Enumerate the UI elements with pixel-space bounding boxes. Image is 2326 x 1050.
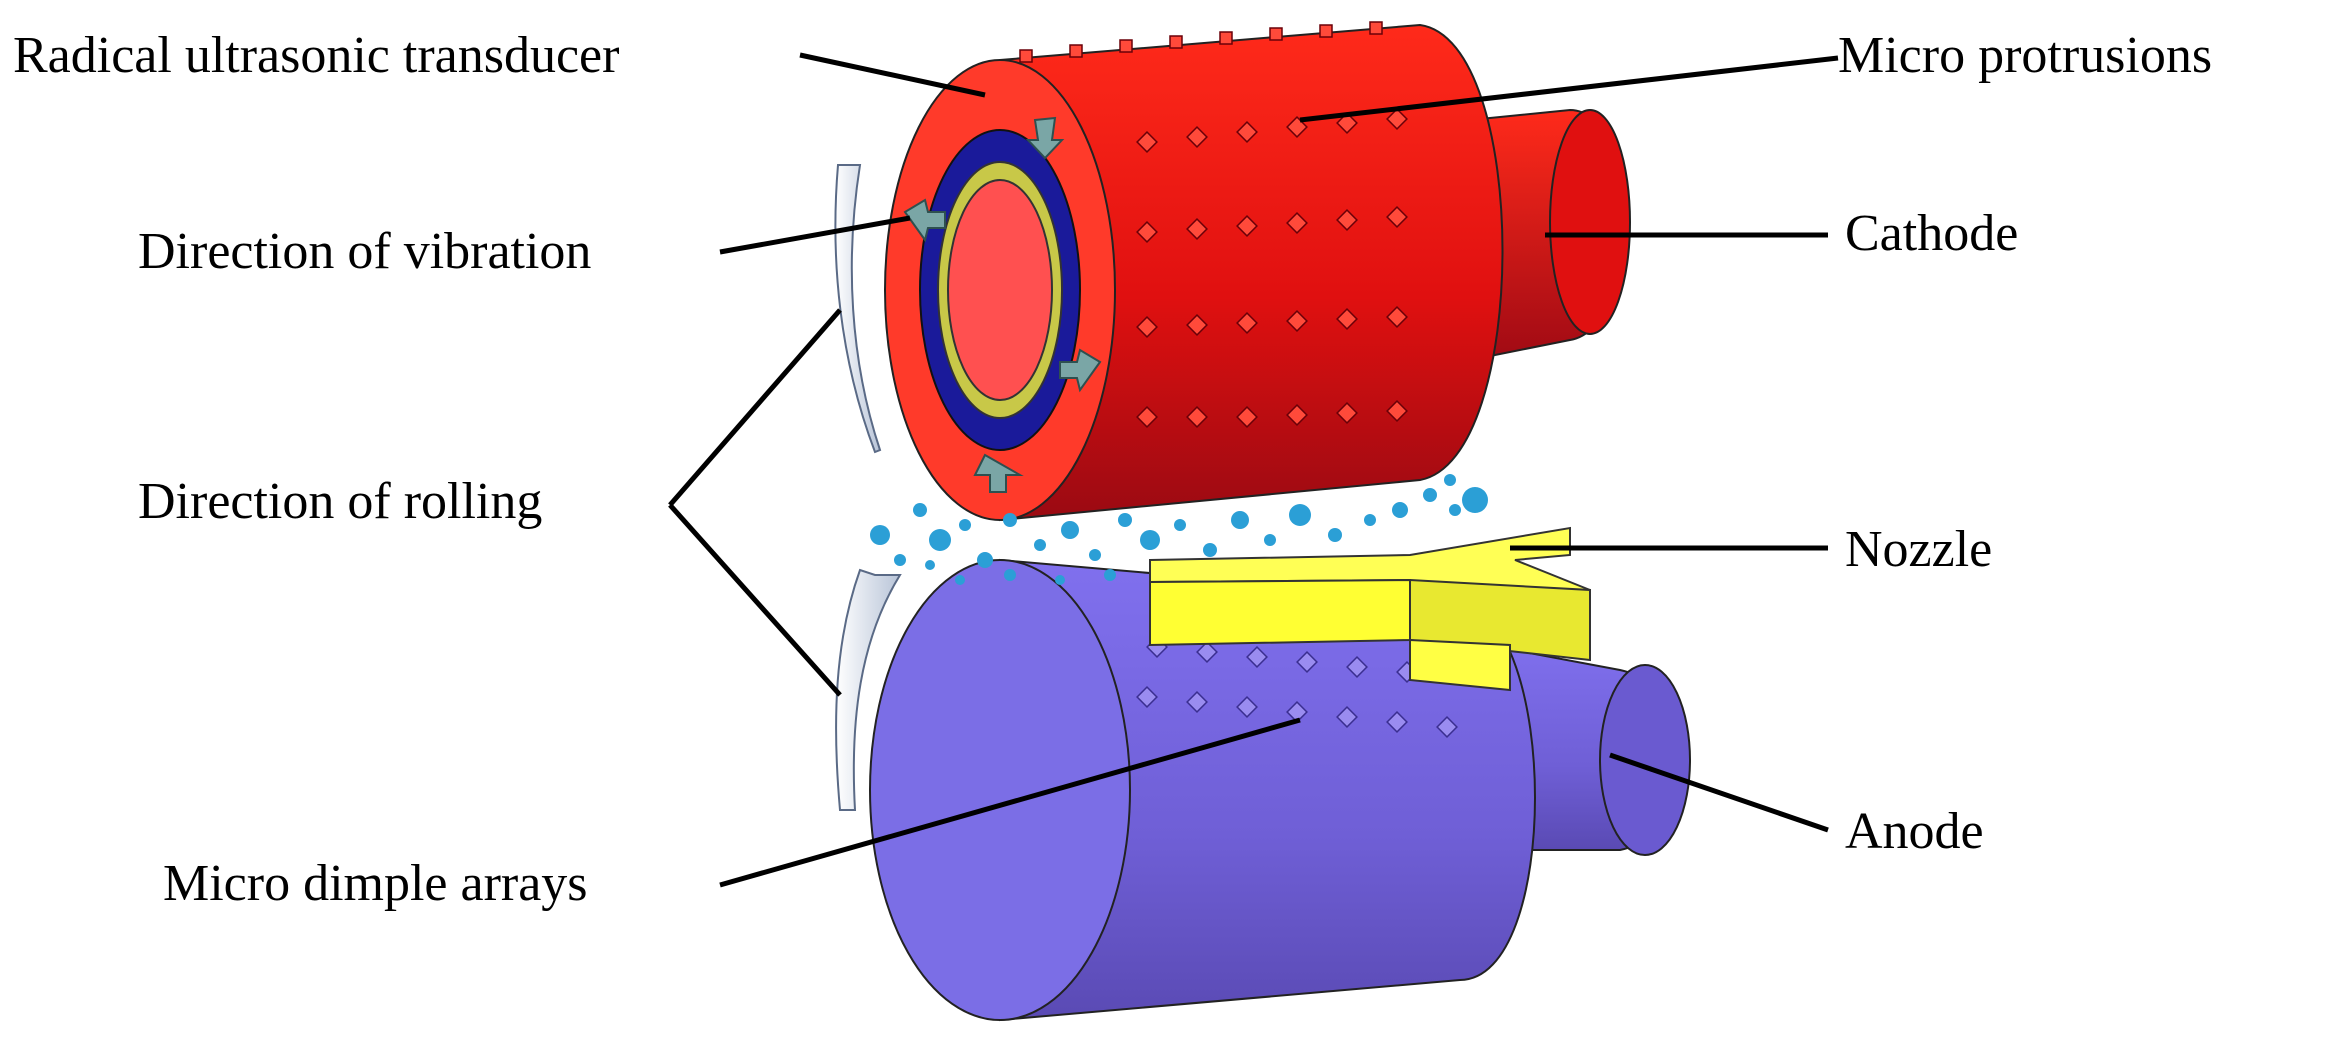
label-micro-protrusions: Micro protrusions [1838, 27, 2212, 84]
label-anode: Anode [1845, 803, 1984, 860]
leader-line [799, 52, 986, 98]
nozzle-right [1409, 578, 1591, 662]
anode-shaft-end [1599, 664, 1691, 856]
label-direction-of-rolling: Direction of rolling [138, 473, 542, 530]
label-radical-ultrasonic-transducer: Radical ultrasonic transducer [13, 27, 619, 84]
electrolyte-droplets [870, 474, 1488, 585]
leader-line [719, 717, 1301, 888]
cathode-inner-disc [947, 179, 1053, 401]
leader-line [668, 308, 842, 507]
vibration-arrow-icon [1059, 348, 1102, 393]
vibration-arrows [903, 116, 1102, 493]
leader-lines [668, 52, 1839, 888]
nozzle-front [1149, 578, 1411, 647]
rolling-arrow-lower-icon [835, 568, 902, 811]
leader-line [1299, 55, 1839, 123]
nozzle [1149, 526, 1591, 692]
leader-line [719, 215, 911, 255]
micro-protrusion-array [1019, 21, 1408, 428]
nozzle-lower-block [1409, 638, 1511, 692]
anode-front-face [869, 559, 1131, 1021]
micro-dimple-array [1136, 636, 1458, 738]
vibration-arrow-icon [1025, 116, 1065, 160]
label-cathode: Cathode [1845, 205, 2018, 262]
label-micro-dimple-arrays: Micro dimple arrays [163, 855, 588, 912]
leader-line [1609, 752, 1829, 833]
rolling-arrow-upper-icon [834, 164, 882, 454]
cathode-shaft-end [1549, 109, 1631, 335]
label-direction-of-vibration: Direction of vibration [138, 223, 591, 280]
anode-roller [869, 558, 1691, 1022]
label-nozzle: Nozzle [1845, 521, 1992, 578]
vibration-arrow-icon [973, 453, 1024, 493]
leader-line [668, 503, 842, 697]
vibration-arrow-icon [903, 198, 946, 243]
cathode-body [999, 23, 1504, 522]
